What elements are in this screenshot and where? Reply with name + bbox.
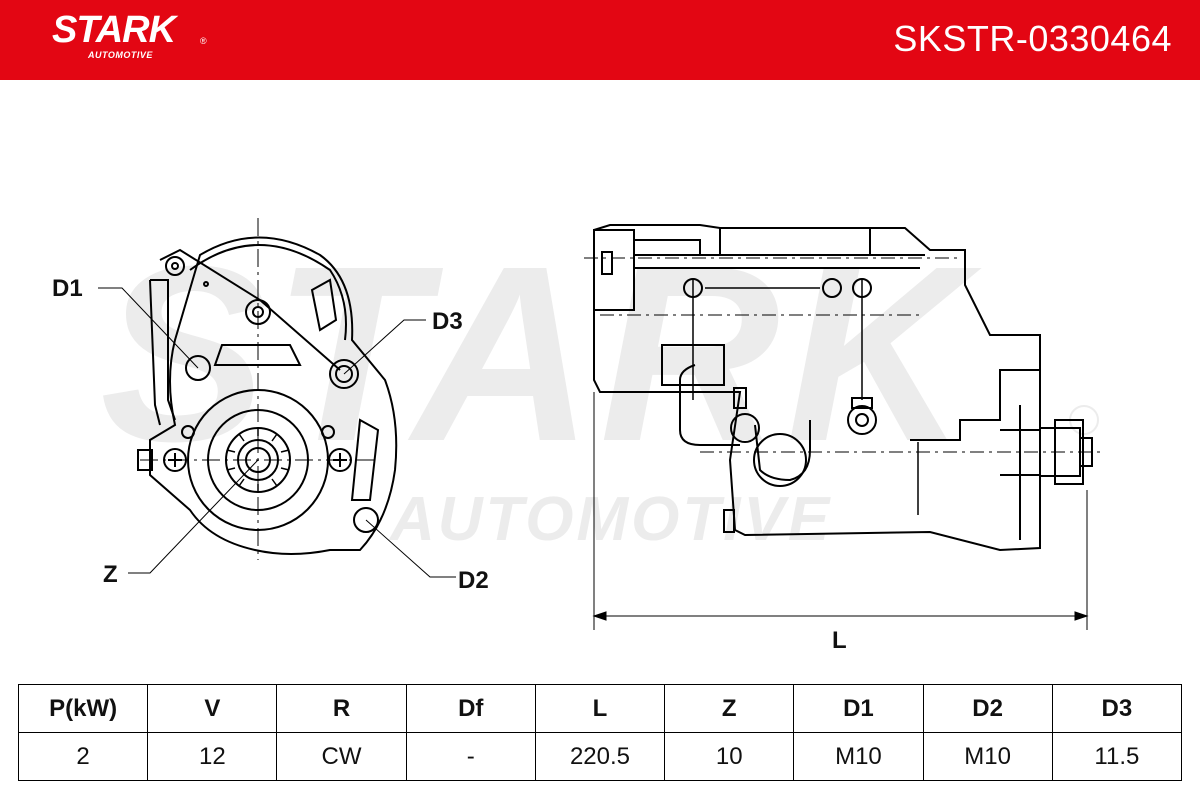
spec-header: Df [405, 684, 536, 733]
spec-header: P(kW) [17, 684, 149, 733]
spec-value: 2 [17, 732, 149, 781]
brand-logo: STARK ® AUTOMOTIVE [52, 9, 207, 60]
label-d2: D2 [458, 567, 489, 594]
spec-value: 12 [147, 732, 278, 781]
leader-lines [98, 287, 456, 578]
spec-value: 220.5 [534, 732, 666, 781]
spec-header: R [276, 684, 407, 733]
spec-value: CW [276, 732, 407, 781]
registered-mark: ® [200, 36, 207, 46]
spec-value: M10 [922, 732, 1053, 781]
spec-value: M10 [793, 732, 924, 781]
spec-header-row: P(kW) V R Df L Z D1 D2 D3 [17, 684, 1183, 733]
watermark: STARK AUTOMOTIVE [100, 214, 1099, 554]
spec-value: 10 [664, 732, 795, 781]
length-dimension [592, 392, 1089, 630]
watermark-sub: AUTOMOTIVE [388, 485, 832, 554]
label-length: L [832, 627, 847, 654]
header-bar: STARK ® AUTOMOTIVE SKSTR-0330464 [0, 0, 1200, 80]
watermark-main: STARK [100, 214, 982, 493]
spec-header: Z [664, 684, 795, 733]
spec-value: - [405, 732, 536, 781]
product-code: SKSTR-0330464 [893, 18, 1172, 59]
spec-value-row: 2 12 CW - 220.5 10 M10 M10 11.5 [17, 732, 1183, 781]
label-d3: D3 [432, 308, 463, 335]
spec-header: V [147, 684, 278, 733]
spec-header: L [534, 684, 666, 733]
starter-front-view [137, 218, 398, 560]
label-d1: D1 [52, 275, 83, 302]
label-z: Z [103, 561, 118, 588]
brand-subtitle: AUTOMOTIVE [88, 50, 153, 60]
starter-side-view [584, 224, 1100, 552]
spec-header: D3 [1051, 684, 1183, 733]
spec-header: D1 [793, 684, 924, 733]
spec-table: P(kW) V R Df L Z D1 D2 D3 2 12 CW - 220.… [17, 684, 1183, 781]
spec-header: D2 [922, 684, 1053, 733]
brand-name: STARK [52, 9, 176, 51]
spec-value: 11.5 [1051, 732, 1183, 781]
technical-drawing: STARK AUTOMOTIVE [52, 214, 1100, 654]
